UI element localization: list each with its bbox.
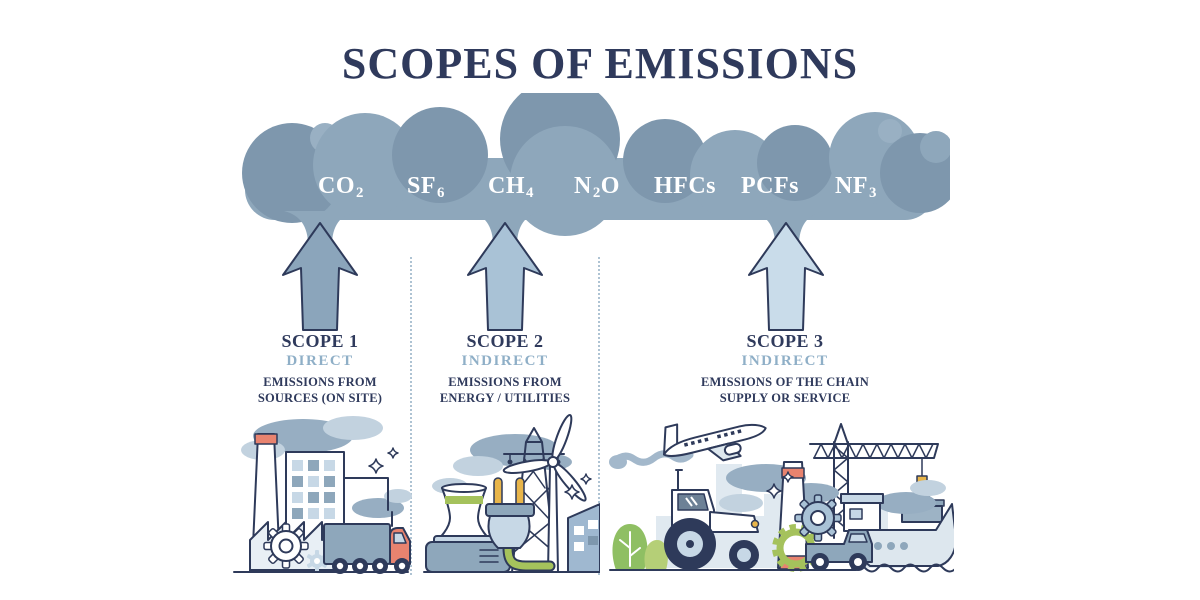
sparkles (564, 473, 592, 500)
scope3-description: EMISSIONS OF THE CHAIN SUPPLY OR SERVICE (701, 375, 869, 406)
pickup-truck (805, 529, 873, 571)
gears (263, 523, 328, 572)
gas-label-pcfs: PCFs (740, 173, 800, 199)
scope2-title: SCOPE 2 (466, 331, 544, 351)
scope1-block: SCOPE 1 DIRECT EMISSIONS FROM SOURCES (O… (210, 331, 430, 407)
gas-label-nf3: NF3 (835, 173, 877, 202)
page-title: SCOPES OF EMISSIONS (341, 39, 859, 88)
sparkles (766, 471, 794, 499)
power-plug (485, 477, 556, 572)
sparkles (368, 447, 399, 474)
scope1-illustration-factory (233, 416, 412, 574)
scope1-description: EMISSIONS FROM SOURCES (ON SITE) (257, 375, 383, 406)
cloud-shape (242, 93, 950, 245)
scope1-type: DIRECT (286, 353, 354, 369)
scope3-title: SCOPE 3 (746, 331, 824, 351)
scope2-type: INDIRECT (461, 353, 549, 369)
blue-gear (794, 494, 842, 542)
gas-label-hfcs: HFCs (653, 173, 717, 199)
office-building (567, 503, 600, 573)
scope2-up-arrow (467, 222, 543, 331)
scope3-up-arrow (748, 222, 824, 331)
gas-label-n2o: N2O (574, 173, 620, 202)
gas-label-sf6: SF6 (407, 173, 445, 202)
section-divider-2 (598, 257, 600, 575)
scope1-title: SCOPE 1 (281, 331, 359, 351)
scope3-block: SCOPE 3 INDIRECT EMISSIONS OF THE CHAIN … (645, 331, 925, 407)
scope2-block: SCOPE 2 INDIRECT EMISSIONS FROM ENERGY /… (395, 331, 615, 407)
gas-label-co2: CO2 (318, 173, 364, 202)
scope3-type: INDIRECT (741, 353, 829, 369)
scope3-illustration-supply-chain (609, 423, 954, 573)
tractor (664, 469, 760, 570)
gas-label-ch4: CH4 (488, 173, 534, 202)
site-outline (343, 477, 389, 511)
scope2-description: EMISSIONS FROM ENERGY / UTILITIES (439, 375, 571, 406)
scope2-illustration-energy (423, 413, 600, 573)
water-waves (851, 563, 954, 573)
bushes (612, 524, 668, 570)
airplane-smoke-trail (609, 450, 694, 469)
section-divider-1 (410, 257, 412, 575)
delivery-truck (323, 511, 411, 574)
scope1-up-arrow (282, 222, 358, 331)
emissions-cloud (242, 93, 950, 245)
airplane (663, 423, 767, 462)
